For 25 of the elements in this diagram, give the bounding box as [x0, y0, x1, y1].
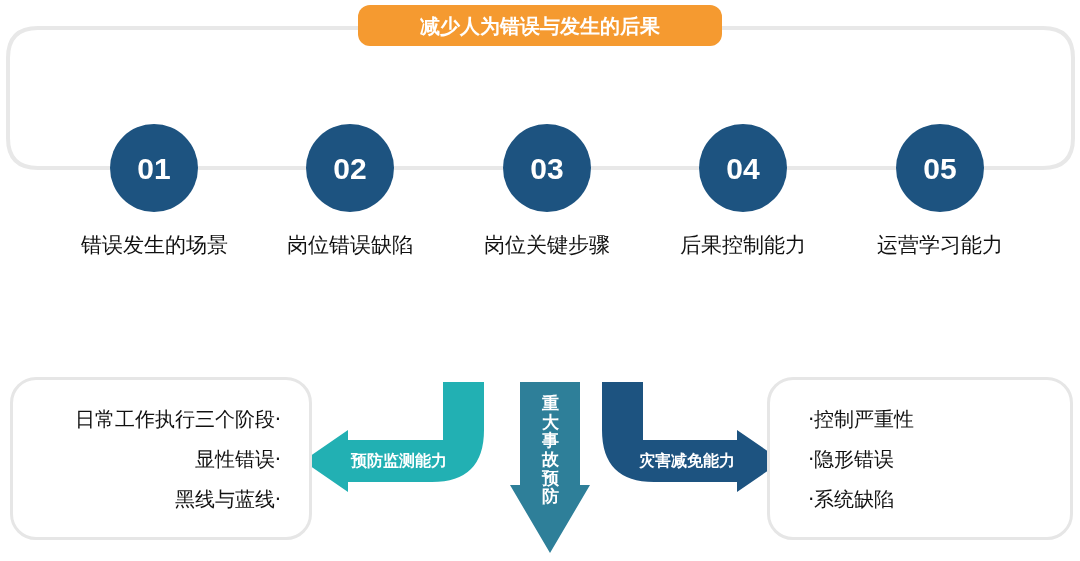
list-item: 日常工作执行三个阶段·	[74, 405, 281, 433]
step-number: 03	[530, 150, 564, 187]
step-caption: 后果控制能力	[679, 232, 807, 259]
list-item: 显性错误·	[194, 445, 281, 473]
title-banner	[358, 5, 722, 46]
list-item: ·控制严重性	[808, 405, 915, 433]
text-panel	[10, 377, 312, 540]
step-number: 01	[137, 150, 171, 187]
step-caption: 岗位错误缺陷	[286, 232, 414, 259]
banner-text: 减少人为错误与发生的后果	[420, 12, 660, 40]
list-item: ·系统缺陷	[808, 485, 895, 513]
step-number: 05	[923, 150, 957, 187]
step-number: 04	[726, 150, 760, 187]
step-caption: 运营学习能力	[876, 232, 1004, 259]
arrow-label: 重大事故预防	[541, 394, 559, 507]
list-item: ·隐形错误	[808, 445, 895, 473]
step-caption: 岗位关键步骤	[483, 232, 611, 259]
text-panel	[767, 377, 1073, 540]
list-item: 黑线与蓝线·	[174, 485, 281, 513]
connector-line	[722, 26, 1075, 170]
step-number: 02	[333, 150, 367, 187]
connector-line	[6, 26, 358, 170]
step-caption: 错误发生的场景	[79, 232, 229, 259]
arrow-label: 预防监测能力	[351, 450, 447, 472]
arrow-label: 灾害减免能力	[639, 450, 735, 472]
